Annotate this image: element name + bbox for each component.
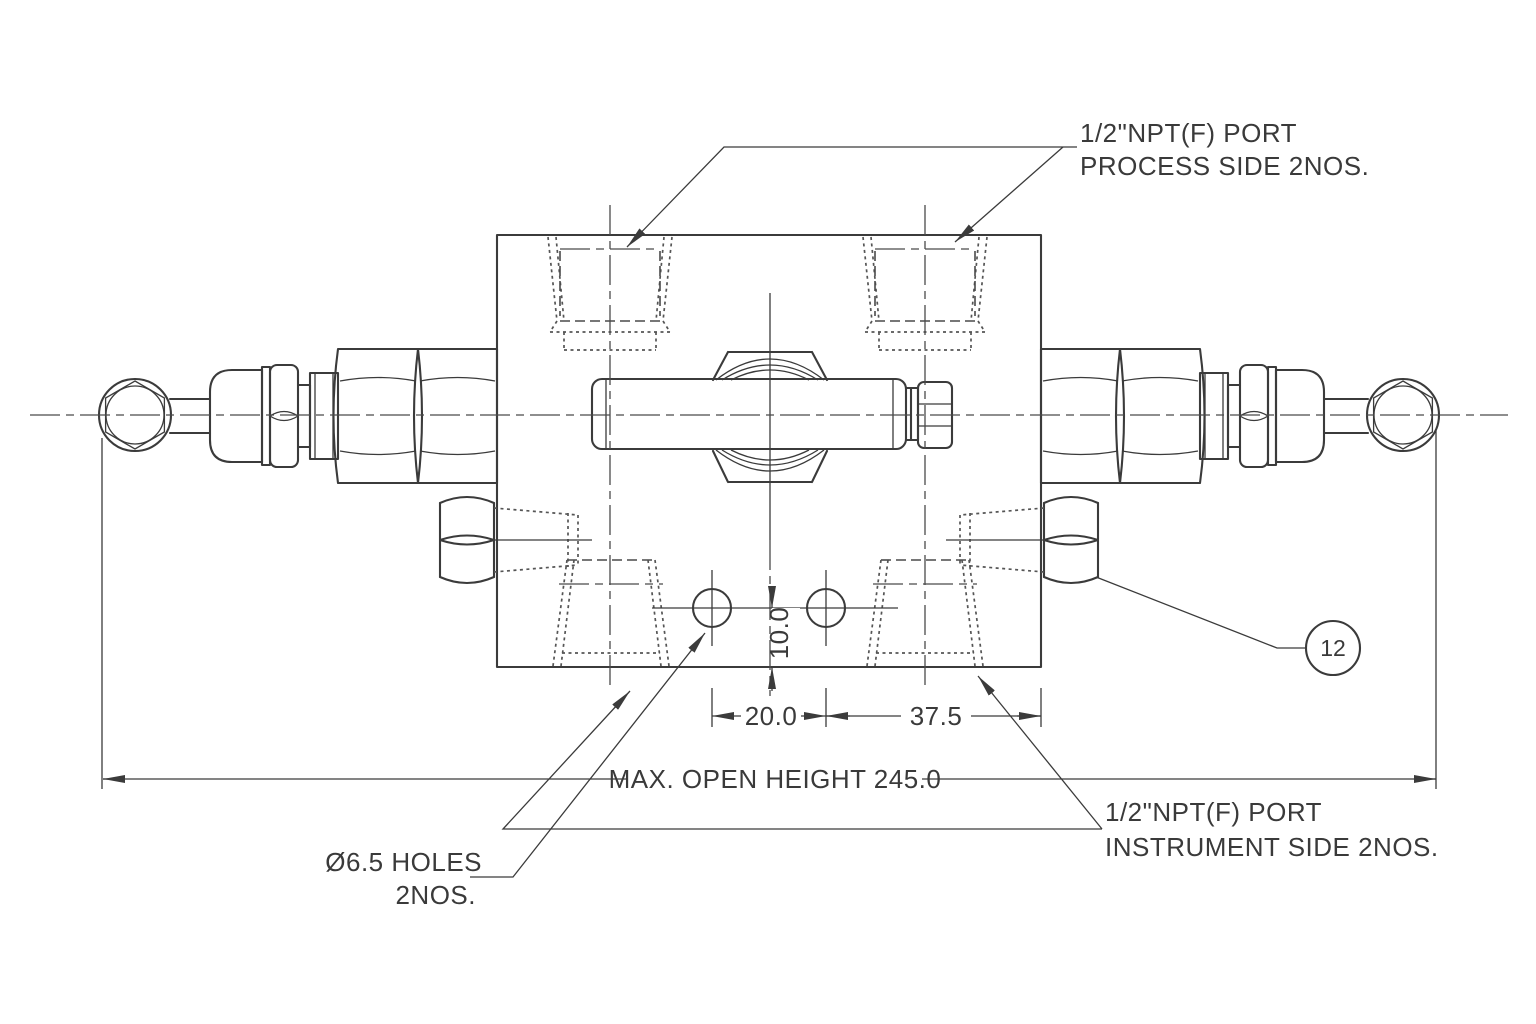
label-instrument-port: 1/2"NPT(F) PORT INSTRUMENT SIDE 2NOS. (501, 675, 1439, 862)
instrument-port-left (552, 559, 670, 667)
centerlines (30, 205, 1508, 688)
process-port-label-line2: PROCESS SIDE 2NOS. (1080, 151, 1369, 181)
label-holes: Ø6.5 HOLES 2NOS. (325, 632, 706, 910)
process-port-label-line1: 1/2"NPT(F) PORT (1080, 118, 1297, 148)
dim-hole-to-edge: 37.5 (826, 688, 1042, 731)
dim-text-max-open-height: MAX. OPEN HEIGHT 245.0 (609, 764, 942, 794)
balloon-circle (1304, 619, 1362, 677)
manifold-body (495, 233, 1043, 669)
center-valve (590, 293, 954, 696)
dim-text-20: 20.0 (745, 701, 798, 731)
balloon-number: 12 (1320, 635, 1346, 661)
instrument-port-label-line2: INSTRUMENT SIDE 2NOS. (1105, 832, 1439, 862)
side-valve-right (1039, 347, 1441, 485)
vent-plug-left (438, 495, 592, 585)
side-valve-left (97, 347, 499, 485)
holes-label-line2: 2NOS. (395, 880, 476, 910)
instrument-port-label-line1: 1/2"NPT(F) PORT (1105, 797, 1322, 827)
label-process-port: 1/2"NPT(F) PORT PROCESS SIDE 2NOS. (626, 118, 1369, 248)
dim-text-10: 10.0 (764, 607, 794, 660)
balloon-12: 12 (1095, 576, 1362, 677)
dim-max-open-height: MAX. OPEN HEIGHT 245.0 (101, 430, 1437, 794)
dim-hole-spacing: 20.0 (711, 688, 827, 731)
dim-text-37-5: 37.5 (910, 701, 963, 731)
holes-label-line1: Ø6.5 HOLES (325, 847, 482, 877)
mounting-holes (652, 570, 898, 646)
t-bar-handle (590, 377, 954, 451)
vent-plug-right (946, 495, 1100, 585)
dim-hole-offset: 10.0 (764, 586, 800, 691)
